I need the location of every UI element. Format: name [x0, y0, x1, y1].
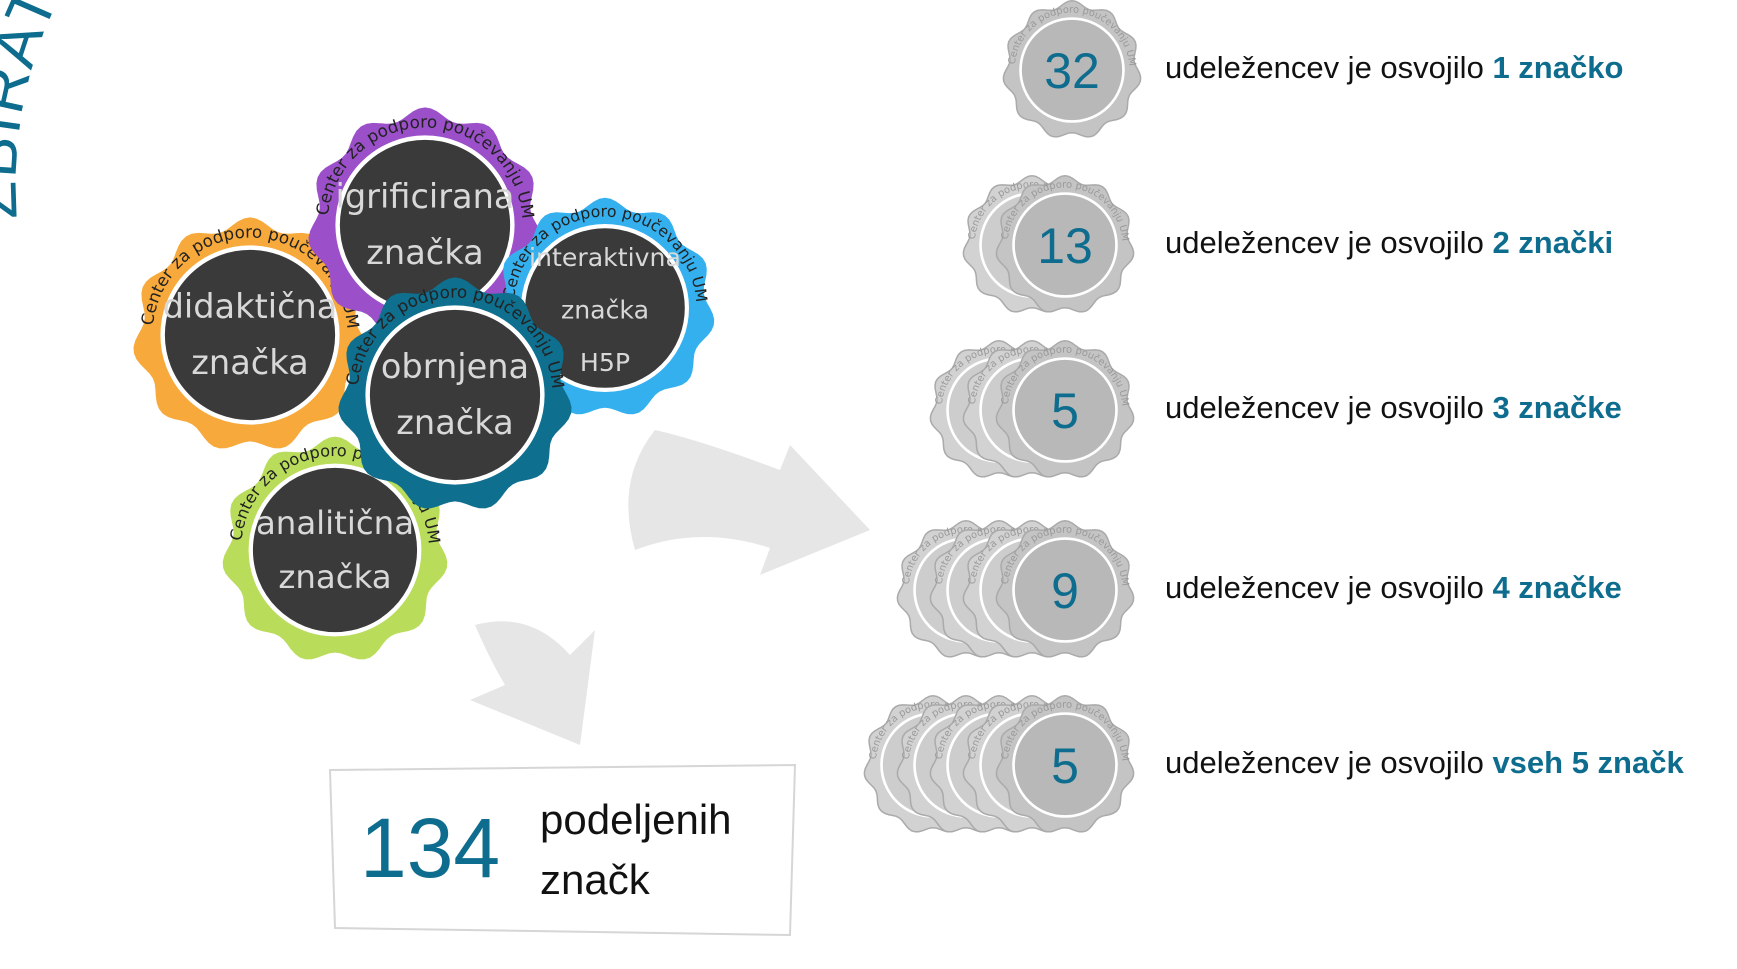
stat-stacks: Center za podporo poučevanju UM32Center … — [863, 0, 1142, 833]
total-number: 134 — [360, 801, 501, 895]
stat-prefix: udeležencev je osvojilo — [1165, 745, 1493, 780]
stat-highlight: 1 značko — [1492, 50, 1624, 85]
stat-highlight: vseh 5 značk — [1492, 745, 1684, 780]
total-label-line1: podeljenih — [540, 796, 732, 843]
arrow-down-icon — [470, 621, 595, 745]
stat-badge-front: Center za podporo poučevanju UM — [995, 694, 1135, 833]
badge-label-line: obrnjena — [381, 347, 529, 386]
stat-count: 5 — [1051, 383, 1079, 439]
arrow-right-icon — [628, 430, 870, 575]
total-label-line2: značk — [540, 856, 650, 903]
badge-label-line: interaktivna — [529, 243, 681, 272]
badge-label-line: značka — [396, 403, 513, 442]
stat-row-badges: Center za podporo poučevanju UMCenter za… — [929, 339, 1135, 478]
stat-text: udeležencev je osvojilo 3 značke — [1165, 390, 1622, 426]
stat-count: 32 — [1044, 43, 1100, 99]
badge-label-line: značka — [366, 233, 483, 272]
badge-cluster: Center za podporo poučevanju UMdidaktičn… — [133, 107, 715, 660]
badge-label-line: značka — [278, 558, 391, 596]
stat-row-badges: Center za podporo poučevanju UMCenter za… — [896, 519, 1135, 658]
stat-count: 5 — [1051, 738, 1079, 794]
badge-label-line: značka — [561, 296, 649, 325]
stat-prefix: udeležencev je osvojilo — [1165, 50, 1493, 85]
badge-label-line: didaktična — [163, 287, 338, 326]
stat-count: 13 — [1037, 218, 1093, 274]
stat-badge-front: Center za podporo poučevanju UM — [995, 339, 1135, 478]
stat-badge-front: Center za podporo poučevanju UM — [1002, 0, 1142, 138]
badge-label-line: značka — [191, 343, 308, 382]
stat-count: 9 — [1051, 563, 1079, 619]
stat-prefix: udeležencev je osvojilo — [1165, 570, 1493, 605]
badge-label-line: igrificirana — [336, 177, 515, 216]
stat-row-badges: Center za podporo poučevanju UMCenter za… — [962, 174, 1135, 313]
total-box — [328, 763, 797, 937]
stat-text: udeležencev je osvojilo 1 značko — [1165, 50, 1623, 86]
stat-text: udeležencev je osvojilo vseh 5 značk — [1165, 745, 1684, 781]
stat-highlight: 3 značke — [1492, 390, 1622, 425]
stat-badge-front: Center za podporo poučevanju UM — [995, 174, 1135, 313]
stat-prefix: udeležencev je osvojilo — [1165, 390, 1493, 425]
stat-row-badges: Center za podporo poučevanju UMCenter za… — [863, 694, 1135, 833]
badge-label-line: H5P — [580, 348, 630, 377]
stat-highlight: 4 značke — [1492, 570, 1622, 605]
badge-label-line: analitična — [256, 504, 414, 542]
stat-text: udeležencev je osvojilo 2 znački — [1165, 225, 1613, 261]
stat-highlight: 2 znački — [1492, 225, 1614, 260]
stat-text: udeležencev je osvojilo 4 značke — [1165, 570, 1622, 606]
stat-prefix: udeležencev je osvojilo — [1165, 225, 1493, 260]
